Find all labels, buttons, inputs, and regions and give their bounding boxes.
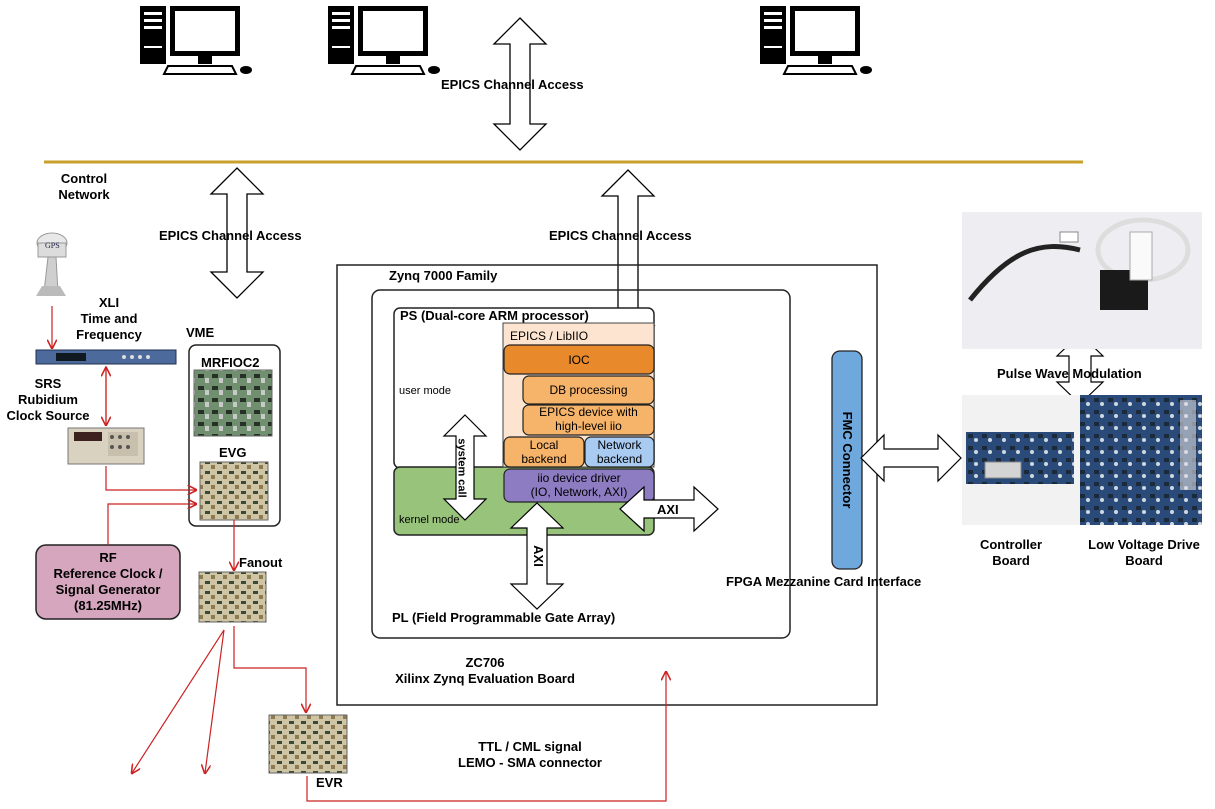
- rf-line2: Reference Clock /: [53, 566, 163, 581]
- db-processing-block: [522, 375, 655, 405]
- evr-label: EVR: [316, 775, 343, 790]
- controller-line2: Board: [992, 553, 1030, 568]
- gps-label: GPS: [45, 241, 60, 250]
- user-mode-label: user mode: [399, 385, 451, 397]
- rf-line4: (81.25MHz): [74, 598, 142, 613]
- evg-label: EVG: [219, 445, 247, 460]
- pwm-motor-photo: [962, 212, 1202, 349]
- epics-ca-arrow-top: [492, 17, 548, 151]
- controller-board-photo: [962, 395, 1080, 525]
- axi-vertical-arrow: [509, 502, 565, 610]
- system-call-label: system call: [455, 438, 468, 498]
- lvd-line1: Low Voltage Drive: [1088, 537, 1200, 552]
- fmc-board-arrow: [860, 433, 962, 483]
- network-backend-line1: Network: [597, 438, 642, 452]
- fanout-board-photo: [198, 571, 267, 623]
- ttl-line2: LEMO - SMA connector: [458, 755, 602, 770]
- gps-antenna-icon: [36, 232, 68, 296]
- axi-vertical-label: AXI: [530, 545, 546, 567]
- xli-line2: Time and: [80, 311, 138, 326]
- srs-unit-icon: [67, 427, 145, 465]
- epics-ca-label-top: EPICS Channel Access: [441, 77, 584, 92]
- evr-board-photo: [268, 714, 348, 774]
- ioc-block: [503, 344, 655, 375]
- mrfioc2-board-photo: [193, 369, 273, 437]
- fmc-connector-label: FMC Connector: [840, 411, 855, 509]
- xli-unit-icon: [35, 349, 177, 365]
- vme-label: VME: [186, 325, 215, 340]
- control-network-line1: Control: [60, 171, 108, 186]
- network-backend-block: [584, 436, 655, 468]
- xli-line3: Frequency: [76, 327, 142, 342]
- iio-driver-line2: (IO, Network, AXI): [530, 485, 628, 499]
- srs-line1: SRS: [34, 376, 62, 391]
- local-backend-label: Local backend: [504, 438, 584, 466]
- srs-label: SRS Rubidium Clock Source: [0, 376, 96, 424]
- iio-driver-line1: iio device driver: [537, 471, 621, 485]
- srs-line2: Rubidium: [18, 392, 78, 407]
- rf-line3: Signal Generator: [55, 582, 161, 597]
- srs-line3: Clock Source: [6, 408, 90, 423]
- epics-device-label: EPICS device with high-level iio: [523, 405, 654, 433]
- fmc-connector-block: [831, 350, 863, 570]
- epics-device-line1: EPICS device with: [539, 405, 638, 419]
- zc706-board: [336, 264, 878, 706]
- mrfioc2-label: MRFIOC2: [201, 355, 260, 370]
- control-network-label: Control Network: [44, 171, 124, 203]
- zynq-family-box: [371, 289, 791, 639]
- control-network-line2: Network: [58, 187, 110, 202]
- network-backend-line2: backend: [596, 452, 643, 466]
- workstation-icon-2: [327, 5, 441, 75]
- zc706-line1: ZC706: [465, 655, 505, 670]
- local-backend-line1: Local: [529, 438, 559, 452]
- pl-label: PL (Field Programmable Gate Array): [392, 610, 616, 625]
- xli-label: XLI Time and Frequency: [62, 295, 156, 343]
- epics-libiio-label: EPICS / LibIIO: [510, 329, 589, 343]
- axi-horizontal-arrow: [619, 485, 719, 533]
- lvd-board-photo: [1080, 395, 1202, 525]
- lvd-line2: Board: [1125, 553, 1163, 568]
- system-call-arrow: [442, 414, 488, 521]
- xli-line1: XLI: [98, 295, 120, 310]
- local-backend-line2: backend: [521, 452, 567, 466]
- epics-device-line2: high-level iio: [555, 419, 622, 433]
- network-backend-label: Network backend: [585, 438, 654, 466]
- controller-line1: Controller: [979, 537, 1043, 552]
- fanout-label: Fanout: [239, 555, 283, 570]
- axi-horizontal-label: AXI: [657, 502, 679, 517]
- rf-line1: RF: [99, 550, 117, 565]
- epics-device-block: [522, 404, 655, 436]
- epics-ca-label-left: EPICS Channel Access: [159, 228, 302, 243]
- epics-ca-arrow-left: [209, 167, 265, 299]
- ps-label: PS (Dual-core ARM processor): [400, 308, 589, 323]
- rf-generator-label: RF Reference Clock / Signal Generator (8…: [36, 550, 180, 614]
- zynq-family-label: Zynq 7000 Family: [389, 268, 498, 283]
- workstation-icon-1: [139, 5, 253, 75]
- workstation-icon-3: [759, 5, 873, 75]
- ttl-line1: TTL / CML signal: [478, 739, 582, 754]
- pwm-label: Pulse Wave Modulation: [997, 366, 1142, 381]
- zc706-line2: Xilinx Zynq Evaluation Board: [395, 671, 575, 686]
- iio-driver-block: [503, 468, 655, 503]
- zc706-label: ZC706 Xilinx Zynq Evaluation Board: [360, 655, 610, 687]
- fmc-caption: FPGA Mezzanine Card Interface: [726, 574, 922, 589]
- evg-board-photo: [199, 461, 269, 521]
- db-processing-label: DB processing: [549, 383, 628, 397]
- lvd-board-label: Low Voltage Drive Board: [1076, 537, 1212, 569]
- timing-signal-lines: [52, 306, 666, 802]
- epics-ca-label-right: EPICS Channel Access: [549, 228, 692, 243]
- iio-driver-label: iio device driver (IO, Network, AXI): [504, 471, 654, 499]
- ttl-signal-label: TTL / CML signal LEMO - SMA connector: [420, 739, 640, 771]
- ioc-label: IOC: [568, 353, 590, 367]
- kernel-mode-label: kernel mode: [399, 514, 460, 526]
- local-backend-block: [503, 436, 585, 468]
- controller-board-label: Controller Board: [962, 537, 1060, 569]
